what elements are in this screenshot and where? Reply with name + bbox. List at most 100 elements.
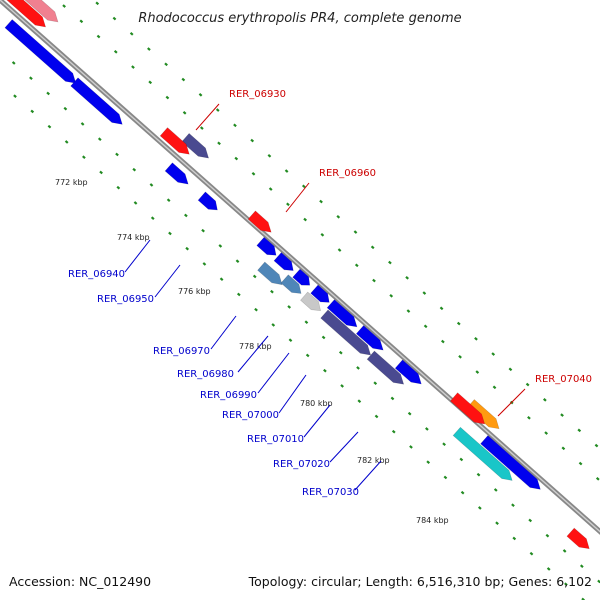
guide-dot [215,108,220,112]
gene-label: RER_06990 [200,390,257,401]
guide-dot [116,185,121,190]
guide-dot [233,123,237,128]
gene-label: RER_06970 [153,346,210,357]
guide-dot [218,244,223,248]
tick-label: 776 kbp [178,287,211,296]
guide-dot [508,367,513,372]
guide-dot [82,155,86,159]
genome-summary-text: Topology: circular; Length: 6,516,310 bp… [248,574,592,589]
gene-arrow[interactable] [366,350,405,385]
guide-dot [63,106,68,111]
guide-dot [578,461,583,466]
gene-leader-line [257,352,290,394]
gene-label: RER_06950 [97,294,154,305]
guide-dot [460,490,465,495]
guide-dot [442,442,446,447]
gene-arrow[interactable] [310,284,330,303]
gene-arrow[interactable] [181,132,210,159]
gene-leader-line [124,239,151,273]
gene-arrow[interactable] [292,268,311,286]
guide-dot [147,47,151,51]
gene-arrow[interactable] [449,392,486,425]
guide-dot [164,62,168,67]
guide-dot [441,339,445,344]
guide-dot [181,77,186,82]
gene-arrow[interactable] [164,162,189,185]
guide-dot [476,472,481,477]
gene-label: RER_06930 [229,89,286,100]
gene-arrow[interactable] [300,291,321,312]
guide-dot [47,124,52,129]
gene-arrow[interactable] [256,236,277,256]
guide-dot [80,122,85,126]
gene-label: RER_06940 [68,269,125,280]
guide-dot [477,506,482,510]
guide-dot [529,551,534,556]
guide-dot [235,259,240,264]
gene-arrow[interactable] [280,274,302,294]
gene-label: RER_06980 [177,369,234,380]
gene-arrow[interactable] [394,359,422,385]
tick-label: 772 kbp [55,178,88,187]
guide-dot [439,306,444,311]
guide-dot [201,228,205,233]
guide-dot [267,154,272,158]
guide-dot [185,246,190,251]
guide-dot [527,416,531,420]
gene-arrow[interactable] [326,299,358,328]
guide-dot [458,355,462,359]
gene-leader-line [303,404,331,438]
gene-label: RER_07010 [247,434,304,445]
guide-dot [320,232,325,237]
guide-dot [236,292,241,297]
guide-dot [407,411,412,416]
guide-dot [544,431,549,435]
tick-label: 774 kbp [117,233,150,242]
guide-dot [323,368,327,373]
gene-leader-line [354,460,382,491]
guide-dot [198,93,203,97]
guide-dot [564,582,568,586]
gene-arrow[interactable] [257,261,283,286]
guide-dot [595,477,600,481]
guide-dot [115,152,119,157]
gene-arrow[interactable] [566,527,590,550]
gene-arrow[interactable] [320,309,372,356]
guide-dot [374,414,379,419]
guide-dot [271,323,276,327]
gene-arrow[interactable] [5,0,59,23]
guide-dot [426,460,431,464]
gene-arrow[interactable] [197,191,218,211]
guide-dot [199,126,204,130]
guide-dot [303,217,307,222]
gene-arrow[interactable] [0,0,47,28]
guide-dot [475,370,480,374]
gene-arrow[interactable] [452,426,513,481]
guide-dot [528,518,533,523]
guide-dot [391,429,396,434]
guide-dot [389,293,394,298]
gene-arrow[interactable] [355,325,384,351]
guide-dot [168,231,172,236]
gene-label: RER_07020 [273,459,330,470]
gene-arrow[interactable] [247,210,272,233]
guide-dot [270,289,274,294]
guide-dot [319,199,323,204]
gene-arrow[interactable] [273,252,294,271]
guide-dot [284,169,289,173]
gene-leader-line [195,103,220,131]
gene-arrow[interactable] [70,77,123,125]
gene-arrow[interactable] [480,435,541,490]
guide-dot [406,309,411,313]
guide-dot [96,34,101,39]
gene-label: RER_07040 [535,374,592,385]
gene-arrow[interactable] [466,399,500,430]
guide-dot [287,305,292,309]
gene-arrow[interactable] [159,127,190,155]
guide-dot [594,443,599,448]
gene-label: RER_06960 [319,168,376,179]
gene-arrow[interactable] [4,19,77,84]
guide-dot [423,324,428,329]
guide-dot [64,140,69,144]
guide-dot [79,19,84,24]
